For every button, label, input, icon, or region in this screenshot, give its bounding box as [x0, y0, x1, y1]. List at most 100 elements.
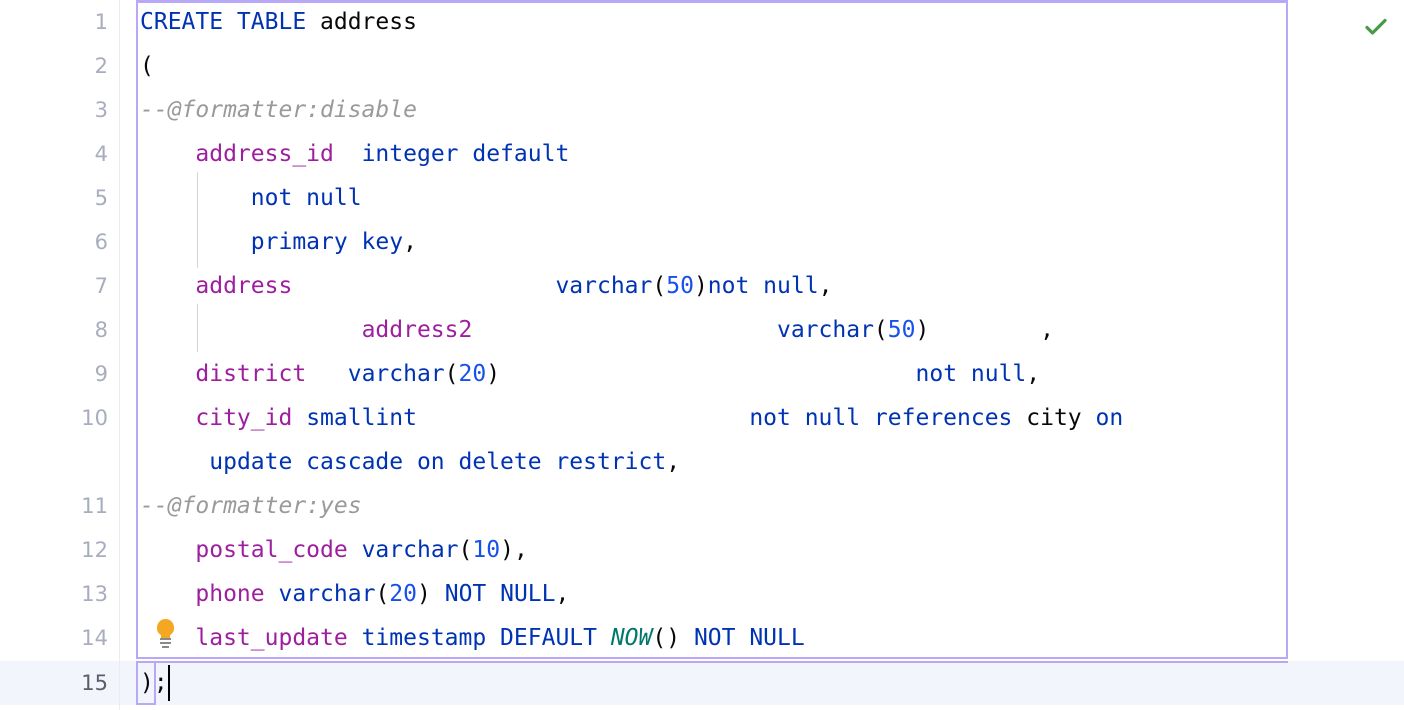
- token-kw: varchar: [361, 537, 459, 563]
- lightbulb-neck: [161, 633, 170, 638]
- token-plain: ,: [403, 229, 417, 255]
- line-number-10[interactable]: 10: [81, 406, 108, 430]
- code-line-9[interactable]: district varchar(20) not null,: [140, 352, 1040, 396]
- token-kw: varchar: [555, 273, 653, 299]
- code-line-12[interactable]: postal_code varchar(10),: [140, 528, 527, 572]
- line-number-8[interactable]: 8: [94, 318, 108, 342]
- code-line-7[interactable]: address varchar(50)not null,: [140, 264, 832, 308]
- matched-brace-highlight: [136, 661, 156, 705]
- indent-guide-1: [197, 304, 198, 352]
- token-plain: );: [140, 670, 168, 696]
- token-plain: ,: [666, 449, 681, 475]
- lightbulb-glass: [157, 619, 174, 636]
- token-plain: ): [486, 361, 501, 387]
- code-line-11[interactable]: --@formatter:yes: [140, 484, 362, 528]
- token-plain: [292, 405, 306, 431]
- token-kw: smallint: [306, 405, 417, 431]
- token-kw: timestamp DEFAULT: [361, 625, 611, 651]
- line-number-1[interactable]: 1: [94, 10, 108, 34]
- text-caret: [168, 665, 170, 701]
- code-line-5[interactable]: not null: [140, 176, 362, 220]
- token-id: address_id: [195, 141, 334, 167]
- token-id: phone: [195, 581, 265, 607]
- token-id: city_id: [195, 405, 293, 431]
- token-plain: [348, 625, 362, 651]
- token-kw: varchar: [776, 317, 874, 343]
- line-number-6[interactable]: 6: [94, 230, 108, 254]
- token-kw: varchar: [347, 361, 445, 387]
- current-line-highlight: [0, 661, 1404, 705]
- token-plain: [500, 361, 915, 387]
- token-plain: (: [375, 581, 390, 607]
- token-plain: [265, 581, 279, 607]
- code-line-13[interactable]: phone varchar(20) NOT NULL,: [140, 572, 569, 616]
- token-id: address2: [361, 317, 473, 343]
- line-number-2[interactable]: 2: [94, 54, 108, 78]
- code-line-14[interactable]: last_update timestamp DEFAULT NOW() NOT …: [140, 616, 804, 660]
- token-plain: [140, 229, 251, 255]
- token-cmt: --@formatter:disable: [140, 97, 417, 123]
- token-kw: not null: [915, 361, 1027, 387]
- line-number-11[interactable]: 11: [81, 494, 108, 518]
- code-line-4[interactable]: address_id integer default: [140, 132, 569, 176]
- code-line-8[interactable]: address2 varchar(50) ,: [140, 308, 1054, 352]
- token-plain: [680, 625, 694, 651]
- token-plain: [431, 581, 445, 607]
- token-plain: [140, 625, 195, 651]
- token-cmt: --@formatter:yes: [140, 493, 362, 519]
- token-plain: ,: [555, 581, 570, 607]
- lightbulb-base-3: [162, 646, 169, 648]
- line-number-4[interactable]: 4: [94, 142, 108, 166]
- code-line-wrapped[interactable]: update cascade on delete restrict,: [140, 440, 680, 484]
- token-plain: (: [652, 273, 667, 299]
- token-plain: [140, 537, 195, 563]
- token-plain: [140, 141, 195, 167]
- line-number-14[interactable]: 14: [81, 626, 108, 650]
- indent-guide-0: [197, 172, 198, 268]
- token-kw: not null: [707, 273, 819, 299]
- token-kw: primary key: [250, 229, 404, 255]
- token-num: 50: [666, 273, 694, 299]
- token-plain: ): [693, 273, 708, 299]
- token-plain: ,: [818, 273, 833, 299]
- token-num: 20: [389, 581, 417, 607]
- code-line-1[interactable]: CREATE TABLE address: [140, 0, 417, 44]
- token-plain: [472, 317, 777, 343]
- token-plain: [417, 405, 749, 431]
- token-plain: ,: [1026, 361, 1041, 387]
- token-kw: update cascade on delete restrict: [209, 449, 667, 475]
- token-plain: ): [915, 317, 930, 343]
- token-kw: CREATE TABLE: [140, 9, 321, 35]
- lightbulb-base-2: [160, 642, 171, 644]
- token-kw: on: [1095, 405, 1124, 431]
- token-plain: [334, 141, 362, 167]
- code-line-6[interactable]: primary key,: [140, 220, 417, 264]
- token-kw: NOT NULL: [444, 581, 556, 607]
- line-number-13[interactable]: 13: [81, 582, 108, 606]
- code-line-15[interactable]: );: [140, 661, 168, 705]
- code-line-10[interactable]: city_id smallint not null references cit…: [140, 396, 1123, 440]
- token-plain: city: [1026, 405, 1082, 431]
- line-number-7[interactable]: 7: [94, 274, 108, 298]
- line-number-12[interactable]: 12: [81, 538, 108, 562]
- token-plain: ): [417, 581, 431, 607]
- line-number-5[interactable]: 5: [94, 186, 108, 210]
- line-number-9[interactable]: 9: [94, 362, 108, 386]
- code-line-3[interactable]: --@formatter:disable: [140, 88, 417, 132]
- token-kw: not null: [250, 185, 362, 211]
- lightbulb-base-1: [160, 638, 171, 640]
- token-plain: (: [458, 537, 473, 563]
- line-number-3[interactable]: 3: [94, 98, 108, 122]
- lightbulb-icon[interactable]: [152, 619, 180, 649]
- token-plain: [929, 317, 1040, 343]
- token-kw: integer default: [361, 141, 570, 167]
- inspection-status-checkmark-icon[interactable]: [1361, 12, 1391, 42]
- code-line-2[interactable]: (: [140, 44, 154, 88]
- code-text-area[interactable]: CREATE TABLE address(--@formatter:disabl…: [140, 0, 1404, 710]
- line-number-15[interactable]: 15: [81, 671, 108, 695]
- token-plain: [140, 449, 209, 475]
- token-plain: [140, 405, 195, 431]
- token-id: district: [195, 361, 307, 387]
